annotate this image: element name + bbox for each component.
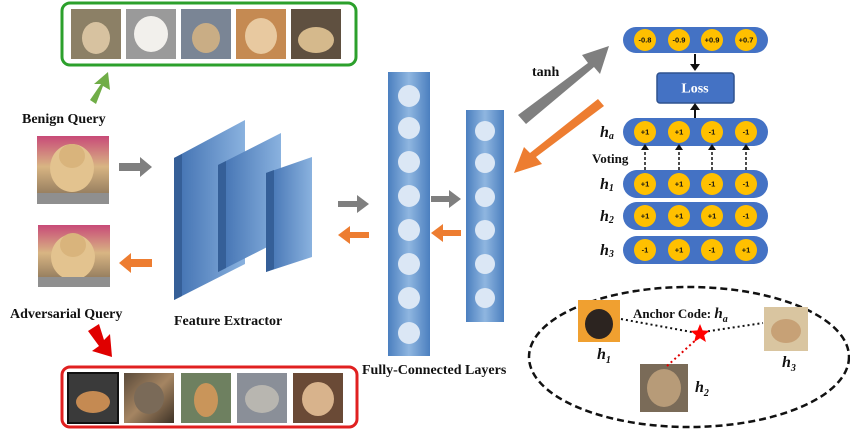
forward-arrow-fc1 <box>338 195 369 213</box>
hash-bit-value: -1 <box>709 128 716 137</box>
loss-label: Loss <box>681 82 709 97</box>
hash-bit <box>701 239 723 261</box>
hash-bit <box>735 239 757 261</box>
hash-row-label: h1 <box>600 176 614 194</box>
hash-bit <box>668 239 690 261</box>
hash-bit <box>668 173 690 195</box>
hash-row-label: h3 <box>600 242 614 260</box>
voting-label: Voting <box>592 151 629 166</box>
feature-extractor-label: Feature Extractor <box>174 314 282 329</box>
hash-bit-value: +1 <box>675 180 684 189</box>
hash-bit-value: +1 <box>675 246 684 255</box>
backward-arrow-fc1 <box>338 226 369 244</box>
fc-layers-label: Fully-Connected Layers <box>362 363 507 378</box>
benign-query-label: Benign Query <box>22 112 106 127</box>
hash-bit-value: -1 <box>709 180 716 189</box>
fc-layer-1 <box>388 72 430 356</box>
hash-bit-value: -1 <box>642 246 649 255</box>
h1-label: h1 <box>597 346 611 366</box>
continuous-output-row: -0.8 -0.9 +0.9 +0.7 <box>623 27 768 53</box>
backward-arrow-output <box>119 253 152 273</box>
benign-results-box <box>60 1 358 67</box>
hash-row-h3: h3 -1 +1 -1 +1 <box>600 236 768 264</box>
output-value: -0.8 <box>639 36 652 45</box>
fc-layer-2 <box>466 110 504 322</box>
anchor-code-label: Anchor Code: ha <box>633 306 728 325</box>
hash-bit-value: +1 <box>641 180 650 189</box>
hash-bit <box>701 121 723 143</box>
gradient-arrow <box>514 99 604 173</box>
hash-bit <box>634 173 656 195</box>
voting-arrows <box>641 144 750 170</box>
hash-bit-value: -1 <box>743 212 750 221</box>
h3-label: h3 <box>782 354 796 374</box>
adversarial-query-image <box>38 225 110 287</box>
adv-thumb-1 <box>67 372 119 424</box>
hash-bit <box>735 205 757 227</box>
hash-bit <box>701 173 723 195</box>
benign-query-image <box>37 136 109 204</box>
hash-bit <box>735 173 757 195</box>
loss-box: Loss <box>656 72 735 104</box>
hash-bit-value: +1 <box>641 212 650 221</box>
hash-bit-value: +1 <box>675 212 684 221</box>
hash-bit-value: -1 <box>709 246 716 255</box>
output-value: -0.9 <box>673 36 686 45</box>
hash-bit-value: +1 <box>742 246 751 255</box>
hash-bit <box>735 121 757 143</box>
adversarial-results-box <box>60 365 359 429</box>
hash-bit <box>701 205 723 227</box>
hash-bit-value: +1 <box>641 128 650 137</box>
backward-arrow-fc2 <box>431 224 461 242</box>
output-value: +0.9 <box>705 36 720 45</box>
anchor-code-ellipse: Anchor Code: ha h1 h3 h2 <box>527 285 850 429</box>
forward-arrow-input <box>119 157 152 177</box>
hash-rows: ha +1 +1 -1 -1 h1 +1 +1 -1 -1 h2 +1 +1 +1 -1 h3 -1 +1 -1 +1 <box>600 118 768 264</box>
hash-bit <box>634 239 656 261</box>
h2-label: h2 <box>695 379 709 399</box>
tanh-arrow <box>518 46 609 124</box>
feature-extractor <box>174 120 312 300</box>
output-value: +0.7 <box>739 36 754 45</box>
hash-bit-value: +1 <box>675 128 684 137</box>
tanh-label: tanh <box>532 65 559 80</box>
red-down-arrow <box>88 324 112 357</box>
hash-row-ha: ha +1 +1 -1 -1 <box>600 118 768 146</box>
hash-row-label: h2 <box>600 208 614 226</box>
hash-bit <box>634 205 656 227</box>
hash-row-h1: h1 +1 +1 -1 -1 <box>600 170 768 198</box>
hash-bit <box>634 121 656 143</box>
adversarial-query-label: Adversarial Query <box>10 307 122 322</box>
forward-arrow-fc2 <box>431 190 461 208</box>
hash-bit <box>668 121 690 143</box>
hash-bit-value: +1 <box>708 212 717 221</box>
hash-row-h2: h2 +1 +1 +1 -1 <box>600 202 768 230</box>
hash-bit-value: -1 <box>743 128 750 137</box>
hash-bit-value: -1 <box>743 180 750 189</box>
hash-bit <box>668 205 690 227</box>
green-up-arrow <box>90 72 110 104</box>
red-star-icon <box>690 324 710 342</box>
hash-row-label: ha <box>600 124 614 142</box>
